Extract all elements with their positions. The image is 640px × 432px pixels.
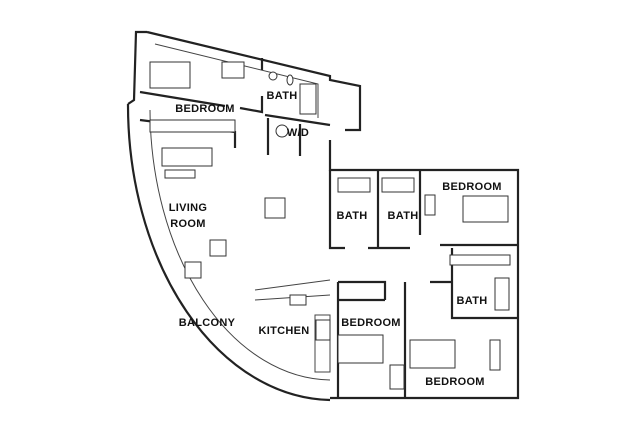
- label-living: LIVING: [169, 202, 207, 214]
- label-bedroom-top-left: BEDROOM: [175, 103, 235, 115]
- desk: [389, 364, 405, 390]
- bathtub: [381, 177, 415, 193]
- label-bedroom-bottom-middle: BEDROOM: [341, 317, 401, 329]
- armchair: [209, 239, 227, 257]
- label-bedroom-top-right: BEDROOM: [442, 181, 502, 193]
- bathtub: [299, 83, 317, 115]
- sofa: [161, 147, 213, 167]
- bathtub: [337, 177, 371, 193]
- coffee-table: [164, 169, 196, 179]
- sink: [268, 71, 278, 81]
- label-room: ROOM: [170, 218, 205, 230]
- label-bath-left: BATH: [337, 210, 368, 222]
- dining-table: [264, 197, 286, 219]
- stove: [315, 319, 331, 341]
- toilet: [286, 74, 294, 86]
- bed: [462, 195, 509, 223]
- label-bath-top: BATH: [267, 90, 298, 102]
- room-labels: BEDROOM BATH W/D LIVING ROOM BALCONY KIT…: [169, 90, 502, 388]
- desk: [489, 339, 501, 371]
- label-balcony: BALCONY: [179, 317, 236, 329]
- tv-console: [149, 119, 236, 133]
- desk: [424, 194, 436, 216]
- bed: [409, 339, 456, 369]
- label-bath-right: BATH: [457, 295, 488, 307]
- desk: [221, 61, 245, 79]
- closet: [449, 254, 511, 266]
- label-wd: W/D: [287, 127, 309, 139]
- exterior-walls: [126, 30, 520, 402]
- bathtub: [494, 277, 510, 311]
- bed: [149, 61, 191, 89]
- label-bedroom-bottom-right: BEDROOM: [425, 376, 485, 388]
- washer: [275, 124, 289, 138]
- label-bath-middle: BATH: [388, 210, 419, 222]
- kitchen-sink: [289, 294, 307, 306]
- furniture: [149, 61, 511, 390]
- label-kitchen: KITCHEN: [259, 325, 310, 337]
- bed: [337, 334, 384, 364]
- armchair: [184, 261, 202, 279]
